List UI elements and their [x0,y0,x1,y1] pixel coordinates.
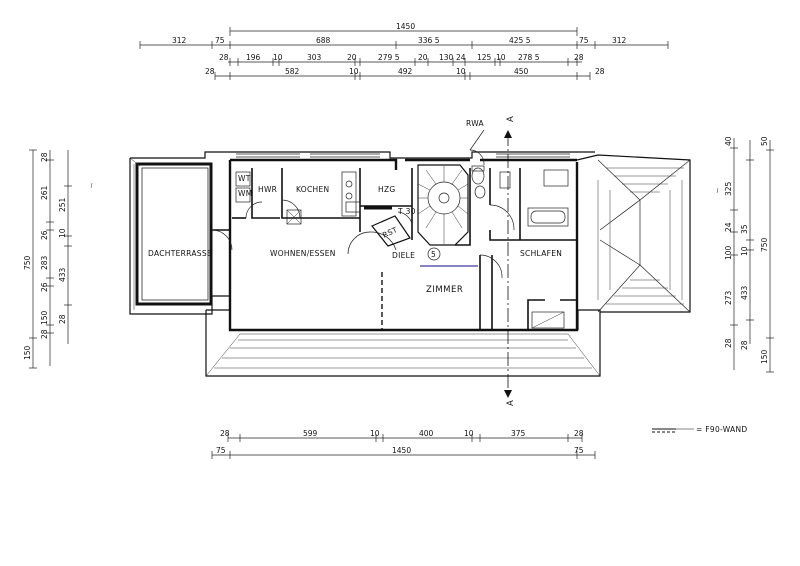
dim-bottom2-a: 75 [216,446,226,455]
dim-top3-f: 279 5 [378,53,400,62]
dim-top3-b: 196 [246,53,261,62]
dim-left-mid-b: 261 [40,185,49,200]
dim-left-inner-c: 433 [58,267,67,282]
dim-right-mid-f: 28 [724,338,733,348]
dim-right-mid-d: 100 [724,245,733,260]
dim-right-inner-d: 28 [740,340,749,350]
dim-top2-d: 336 5 [418,36,440,45]
dim-top3-j: 125 [477,53,492,62]
dim-bottom1-b: 599 [303,429,318,438]
dim-top2-a: 312 [172,36,187,45]
section-label-bottom: A [506,400,516,406]
dim-top3-m: 28 [574,53,584,62]
dim-left-inner-d: 28 [58,314,67,324]
label-wm: WM [238,189,253,198]
building-walls [129,149,595,332]
dim-bottom2-b: 1450 [392,446,411,455]
label-rwa: RWA [466,119,485,128]
dim-left-mid-a: 28 [40,152,49,162]
dim-left-mid-f: 150 [40,310,49,325]
label-t30: T 30 [397,207,416,216]
roof-planes [129,154,691,377]
dim-top3-k: 10 [496,53,506,62]
label-rst: RST [381,225,399,240]
dim-right-mid-a: 40 [724,136,733,146]
label-wohnen-essen: WOHNEN/ESSEN [270,249,336,258]
dim-right-inner-c: 433 [740,285,749,300]
dim-top2-c: 688 [316,36,331,45]
dim-top4-f: 450 [514,67,529,76]
section-line: A A [504,116,516,406]
label-kochen: KOCHEN [296,185,329,194]
dim-right-outer-b: 150 [760,349,769,364]
right-dimension-chain: 40 325 24 100 273 28 35 10 433 28 50 750… [724,136,774,373]
label-diele: DIELE [392,251,415,260]
dim-top4-c: 10 [349,67,359,76]
dim-left-mid-c: 26 [40,230,49,240]
dim-left-mid-g: 28 [40,329,49,339]
dim-right-mid-c: 24 [724,222,733,232]
label-wt: WT [238,174,251,183]
label-zimmer: ZIMMER [426,285,463,295]
dim-top2-f: 75 [579,36,589,45]
dim-top2-e: 425 5 [509,36,531,45]
dim-bottom1-e: 10 [464,429,474,438]
dim-top3-d: 303 [307,53,322,62]
room-labels: DACHTERRASSE WOHNEN/ESSEN WT WM HWR KOCH… [148,174,562,295]
dim-left-mid-d: 283 [40,255,49,270]
label-dachterrasse: DACHTERRASSE [148,249,212,258]
dim-top2-g: 312 [612,36,627,45]
label-room-number: 5 [431,250,436,259]
bottom-dimension-chain: 28 599 10 400 10 375 28 75 1450 75 [211,429,596,459]
dim-bottom2-c: 75 [574,446,584,455]
dim-top2-b: 75 [215,36,225,45]
dim-right-mid-b: 325 [724,181,733,196]
dim-right-outer-a: 750 [760,237,769,252]
dim-left-outer-a: 750 [23,255,32,270]
dim-top3-l: 278 5 [518,53,540,62]
dim-top3-h: 130 [439,53,454,62]
label-hzg: HZG [378,185,396,194]
left-dimension-chain: 750 150 28 261 26 283 26 150 28 251 10 4… [23,149,72,369]
dim-right-inner-top: 50 [760,136,769,146]
dim-top3-a: 28 [219,53,229,62]
dim-left-outer-b: 150 [23,345,32,360]
dim-top4-a: 28 [205,67,215,76]
label-schlafen: SCHLAFEN [520,249,562,258]
section-label-top: A [506,116,516,122]
dim-right-inner-b: 10 [740,246,749,256]
dim-top3-c: 10 [273,53,283,62]
dim-top4-b: 582 [285,67,300,76]
dim-bottom1-c: 10 [370,429,380,438]
legend-f90-wall: = F90-WAND [652,425,747,434]
legend-text: = F90-WAND [696,425,747,434]
dim-right-inner-a: 35 [740,224,749,234]
dim-top4-d: 492 [398,67,413,76]
dim-bottom1-f: 375 [511,429,526,438]
dim-top4-g: 28 [595,67,605,76]
dim-top4-e: 10 [456,67,466,76]
dim-bottom1-a: 28 [220,429,230,438]
dim-bottom1-g: 28 [574,429,584,438]
label-hwr: HWR [258,185,277,194]
top-dimension-chain: 1450 312 75 688 336 5 425 5 75 312 28 19… [139,22,669,80]
dim-right-mid-e: 273 [724,290,733,305]
dim-bottom1-d: 400 [419,429,434,438]
dim-top3-e: 20 [347,53,357,62]
dim-top3-g: 20 [418,53,428,62]
dim-left-inner-a: 251 [58,197,67,212]
dim-top-total: 1450 [396,22,415,31]
dim-left-mid-e: 26 [40,282,49,292]
dim-left-inner-b: 10 [58,228,67,238]
dim-top3-i: 24 [456,53,466,62]
